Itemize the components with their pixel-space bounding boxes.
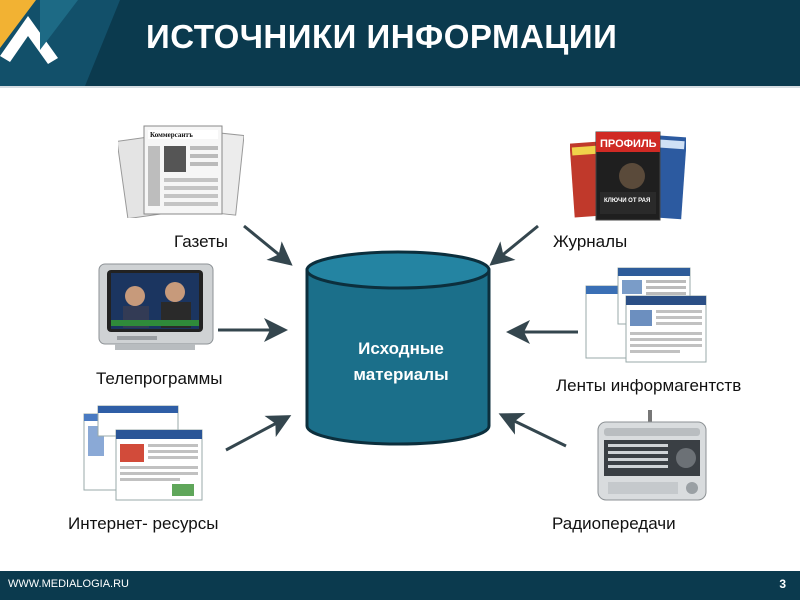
center-label: Исходные материалы — [305, 336, 497, 388]
center-label-line1: Исходные — [305, 336, 497, 362]
arrow-internet — [226, 418, 286, 450]
arrow-radio — [504, 416, 566, 446]
arrow-newspapers — [244, 226, 288, 262]
page-number: 3 — [779, 577, 786, 591]
center-label-line2: материалы — [305, 362, 497, 388]
arrow-magazines — [494, 226, 538, 262]
footer-bar: WWW.MEDIALOGIA.RU 3 — [0, 571, 800, 600]
footer-site-link[interactable]: WWW.MEDIALOGIA.RU — [8, 578, 129, 590]
